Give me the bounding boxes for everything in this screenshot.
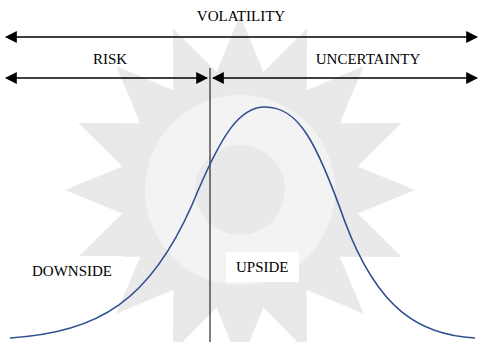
region-label: UPSIDE bbox=[226, 252, 299, 282]
risk-arrow bbox=[6, 77, 207, 79]
range-label: UNCERTAINTY bbox=[316, 50, 421, 68]
uncertainty-arrow bbox=[213, 77, 477, 79]
divider-line bbox=[210, 68, 211, 342]
axis-title: VOLATILITY bbox=[197, 7, 285, 25]
region-label: DOWNSIDE bbox=[22, 256, 122, 286]
volatility-arrow bbox=[6, 36, 477, 38]
bell-curve bbox=[10, 107, 475, 338]
range-label: RISK bbox=[93, 50, 127, 68]
